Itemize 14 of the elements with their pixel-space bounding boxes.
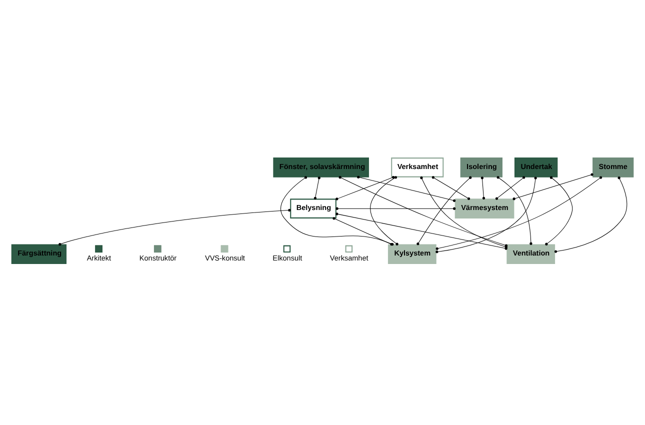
connector: [336, 206, 456, 210]
connector: [58, 208, 291, 246]
connector: [545, 176, 573, 245]
connector: [336, 175, 395, 200]
connector: [436, 176, 537, 253]
connector: [554, 176, 628, 252]
connector: [357, 175, 456, 202]
connector: [480, 176, 486, 199]
connector: [512, 172, 594, 200]
connector: [495, 176, 526, 200]
connector: [416, 176, 472, 245]
connector: [496, 176, 532, 244]
connector: [314, 176, 320, 199]
connector: [432, 176, 470, 200]
